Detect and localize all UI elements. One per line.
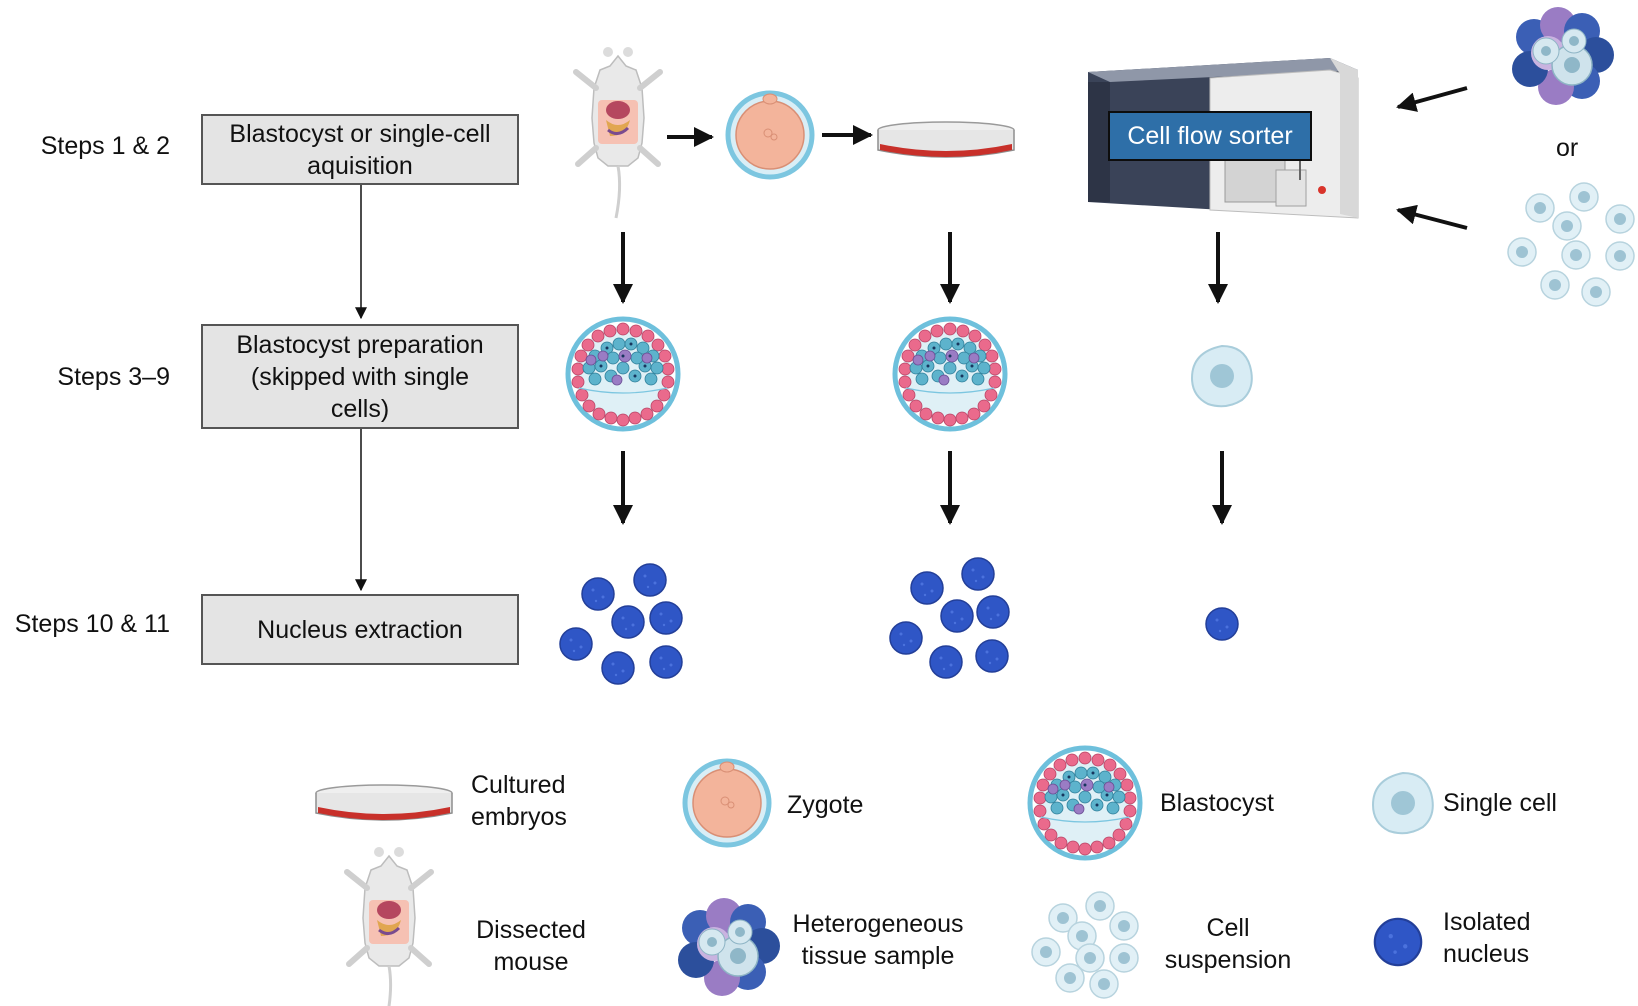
dissected-mouse-illustration bbox=[576, 47, 660, 218]
step-box-extraction: Nucleus extraction bbox=[201, 594, 519, 665]
legend-dish-icon bbox=[315, 784, 453, 821]
nuclei-col2 bbox=[889, 557, 1010, 679]
cell-flow-sorter-label: Cell flow sorter bbox=[1108, 111, 1312, 161]
step-box-preparation-line-2: (skipped with single bbox=[250, 362, 470, 391]
step-box-preparation: Blastocyst preparation (skipped with sin… bbox=[201, 324, 519, 429]
step-box-preparation-line-3: cells) bbox=[330, 394, 390, 423]
legend-single-cell: Single cell bbox=[1443, 789, 1557, 817]
legend-mouse-line-2: mouse bbox=[493, 948, 569, 976]
legend-cultured-line-2: embryos bbox=[471, 803, 567, 831]
legend-suspension-line-1: Cell bbox=[1206, 914, 1250, 942]
legend-suspension-icon bbox=[1031, 891, 1139, 999]
zygote-illustration bbox=[728, 93, 812, 177]
legend-mouse-icon bbox=[347, 847, 431, 1006]
legend-isolated-nucleus: Isolated nucleus bbox=[1443, 906, 1531, 970]
legend-nucleus-line-2: nucleus bbox=[1443, 940, 1530, 968]
step-box-acquisition-line-1: Blastocyst or single-cell bbox=[229, 119, 491, 148]
legend-cultured-embryos: Cultured embryos bbox=[471, 769, 567, 833]
step-box-preparation-line-1: Blastocyst preparation bbox=[236, 330, 484, 359]
legend-blastocyst-icon bbox=[1030, 748, 1140, 858]
arrow-tissue-to-sorter bbox=[1396, 86, 1468, 112]
legend-zygote: Zygote bbox=[787, 791, 864, 819]
tissue-sample-illustration bbox=[1511, 6, 1615, 106]
step-label-3: Steps 10 & 11 bbox=[14, 610, 170, 638]
step-label-2: Steps 3–9 bbox=[57, 363, 170, 391]
legend-tissue-line-1: Heterogeneous bbox=[792, 910, 964, 938]
culture-dish-illustration bbox=[877, 121, 1015, 158]
step-box-acquisition: Blastocyst or single-cell aquisition bbox=[201, 114, 519, 185]
nucleus-col3 bbox=[1205, 607, 1239, 641]
step-label-1: Steps 1 & 2 bbox=[40, 132, 170, 160]
blastocyst-col1 bbox=[568, 319, 678, 429]
or-text: or bbox=[1556, 134, 1579, 162]
step-box-extraction-line-1: Nucleus extraction bbox=[257, 615, 463, 644]
step-box-acquisition-line-2: aquisition bbox=[307, 151, 413, 180]
blastocyst-col2 bbox=[895, 319, 1005, 429]
legend-cultured-line-1: Cultured bbox=[471, 771, 566, 799]
legend-mouse-line-1: Dissected bbox=[476, 916, 586, 944]
nuclei-col1 bbox=[559, 563, 683, 685]
single-cell-col3 bbox=[1191, 345, 1253, 408]
legend-blastocyst: Blastocyst bbox=[1160, 789, 1274, 817]
legend-cell-suspension: Cell suspension bbox=[1150, 912, 1306, 976]
legend-suspension-line-2: suspension bbox=[1164, 946, 1292, 974]
legend-tissue-sample: Heterogeneous tissue sample bbox=[778, 908, 978, 972]
legend-dissected-mouse: Dissected mouse bbox=[466, 914, 596, 978]
legend-nucleus-line-1: Isolated bbox=[1443, 908, 1531, 936]
legend-tissue-icon bbox=[677, 897, 781, 997]
legend-zygote-icon bbox=[685, 761, 769, 845]
cell-suspension-illustration bbox=[1507, 182, 1635, 307]
legend-nucleus-icon bbox=[1373, 917, 1423, 967]
arrow-suspension-to-sorter bbox=[1396, 204, 1468, 230]
legend-single-cell-icon bbox=[1372, 772, 1434, 835]
legend-tissue-line-2: tissue sample bbox=[801, 942, 955, 970]
